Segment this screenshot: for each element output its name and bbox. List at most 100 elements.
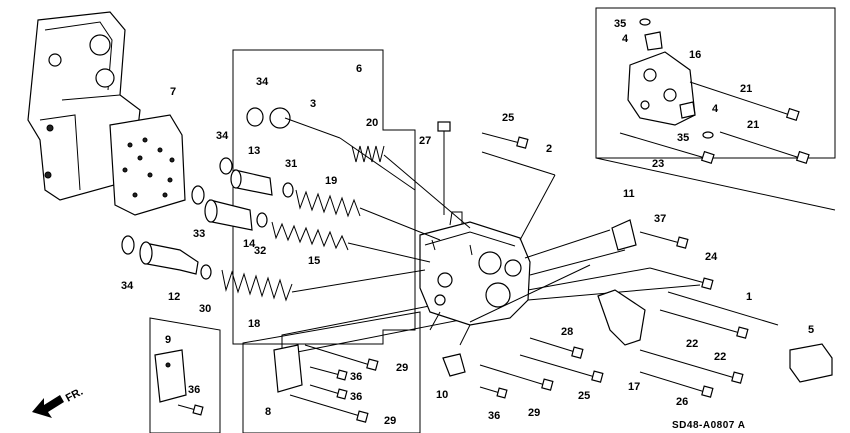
bolt-29-upper-head	[366, 358, 379, 371]
bolt-27-head	[437, 121, 451, 132]
o-ring-31	[282, 182, 294, 198]
part-number-labels: 1234456789101112131415161718192021212222…	[121, 18, 814, 427]
part-label: 24	[705, 251, 718, 263]
o-ring-30	[200, 264, 212, 280]
part-label: 31	[285, 158, 297, 170]
part-label: 32	[254, 245, 266, 257]
bolt-24	[649, 267, 706, 284]
part-label: 36	[350, 371, 362, 383]
bolt-36-b-head	[336, 388, 348, 400]
direction-label: FR.	[64, 386, 85, 405]
part-label: 4	[712, 103, 719, 115]
o-ring-33	[191, 185, 205, 205]
spring-15	[271, 221, 349, 251]
bolt-37-head	[676, 236, 689, 249]
front-direction-arrow	[32, 395, 64, 418]
part-label: 29	[384, 415, 396, 427]
part-label: 20	[366, 117, 378, 129]
bolt-36-left-head	[192, 404, 204, 416]
part-label: 36	[350, 391, 362, 403]
o-ring-32	[256, 212, 268, 228]
plate-8	[273, 344, 303, 393]
diagram-code: SD48-A0807 A	[672, 420, 745, 431]
spring-18	[221, 269, 293, 302]
valve-body	[419, 211, 531, 326]
part-label: 22	[686, 338, 698, 350]
o-ring-34-lower	[121, 235, 135, 255]
bolts-21-23	[619, 81, 810, 165]
bolt-36-left	[177, 404, 197, 411]
bolt-37	[639, 231, 681, 244]
part-label: 34	[216, 130, 229, 142]
nut-35-lower	[702, 131, 714, 139]
plate-9-hole	[165, 362, 171, 368]
bolt-36-a-head	[336, 369, 348, 381]
part-label: 25	[502, 112, 514, 124]
solenoid-5	[789, 343, 833, 383]
separator-plate	[109, 114, 186, 216]
bolt-36-a	[309, 366, 341, 376]
part-label: 35	[614, 18, 626, 30]
lower-left-frame	[149, 317, 221, 433]
o-ring-34-upper	[246, 107, 264, 127]
o-ring-34-middle	[219, 157, 233, 175]
pin-2	[481, 151, 556, 176]
pin-1	[667, 291, 779, 326]
spring-20	[351, 145, 385, 163]
part-label: 21	[747, 119, 759, 131]
part-label: 30	[199, 303, 211, 315]
lower-middle-frame	[242, 311, 421, 433]
part-label: 12	[168, 291, 180, 303]
upper-right-frame-diagonal	[595, 157, 836, 211]
part-label: 9	[165, 334, 171, 346]
bolt-25-lower-head	[591, 370, 604, 383]
upper-right-frame	[595, 7, 836, 159]
valve-assembly-frame	[232, 49, 416, 345]
part-label: 4	[622, 33, 629, 45]
bolt-24-head	[701, 277, 714, 290]
part-label: 2	[546, 143, 552, 155]
bolt-36-b	[309, 384, 341, 395]
sleeve-12	[139, 241, 199, 275]
part-label: 1	[746, 291, 752, 303]
part-label: 33	[193, 228, 205, 240]
part-label: 17	[628, 381, 640, 393]
bolt-29-upper	[304, 344, 371, 366]
part-label: 34	[121, 280, 134, 292]
valve-spool-3	[269, 107, 341, 139]
part-label: 26	[676, 396, 688, 408]
bolt-22-upper	[659, 309, 741, 334]
bolt-28-head	[571, 346, 584, 359]
bolt-29-lower-head	[356, 410, 369, 423]
sleeve-14	[204, 199, 253, 231]
bolt-25-lower	[519, 354, 596, 378]
part-label: 10	[436, 389, 448, 401]
part-label: 22	[714, 351, 726, 363]
bolt-29-lower	[289, 394, 361, 417]
bolt-28	[529, 337, 576, 353]
bolt-26	[639, 371, 706, 393]
shift-solenoid-housing	[627, 31, 696, 126]
bolt-29-center-head	[541, 378, 554, 391]
part-label: 29	[396, 362, 408, 374]
part-label: 6	[356, 63, 362, 75]
bolt-22-lower	[639, 349, 736, 379]
part-label: 29	[528, 407, 540, 419]
part-label: 27	[419, 135, 431, 147]
part-label: 16	[689, 49, 701, 61]
sleeve-13	[230, 169, 273, 196]
part-label: 23	[652, 158, 664, 170]
part-label: 25	[578, 390, 590, 402]
part-label: 35	[677, 132, 689, 144]
bracket-11	[611, 219, 637, 251]
part-label: 36	[188, 384, 200, 396]
bolt-22-upper-head	[736, 326, 749, 339]
part-label: 21	[740, 83, 752, 95]
bolt-26-head	[701, 385, 714, 398]
bolt-29-center	[479, 364, 546, 386]
bolt-36-center	[479, 386, 501, 394]
plate-9	[154, 349, 187, 403]
part-label: 11	[623, 188, 635, 200]
part-label: 3	[310, 98, 316, 110]
